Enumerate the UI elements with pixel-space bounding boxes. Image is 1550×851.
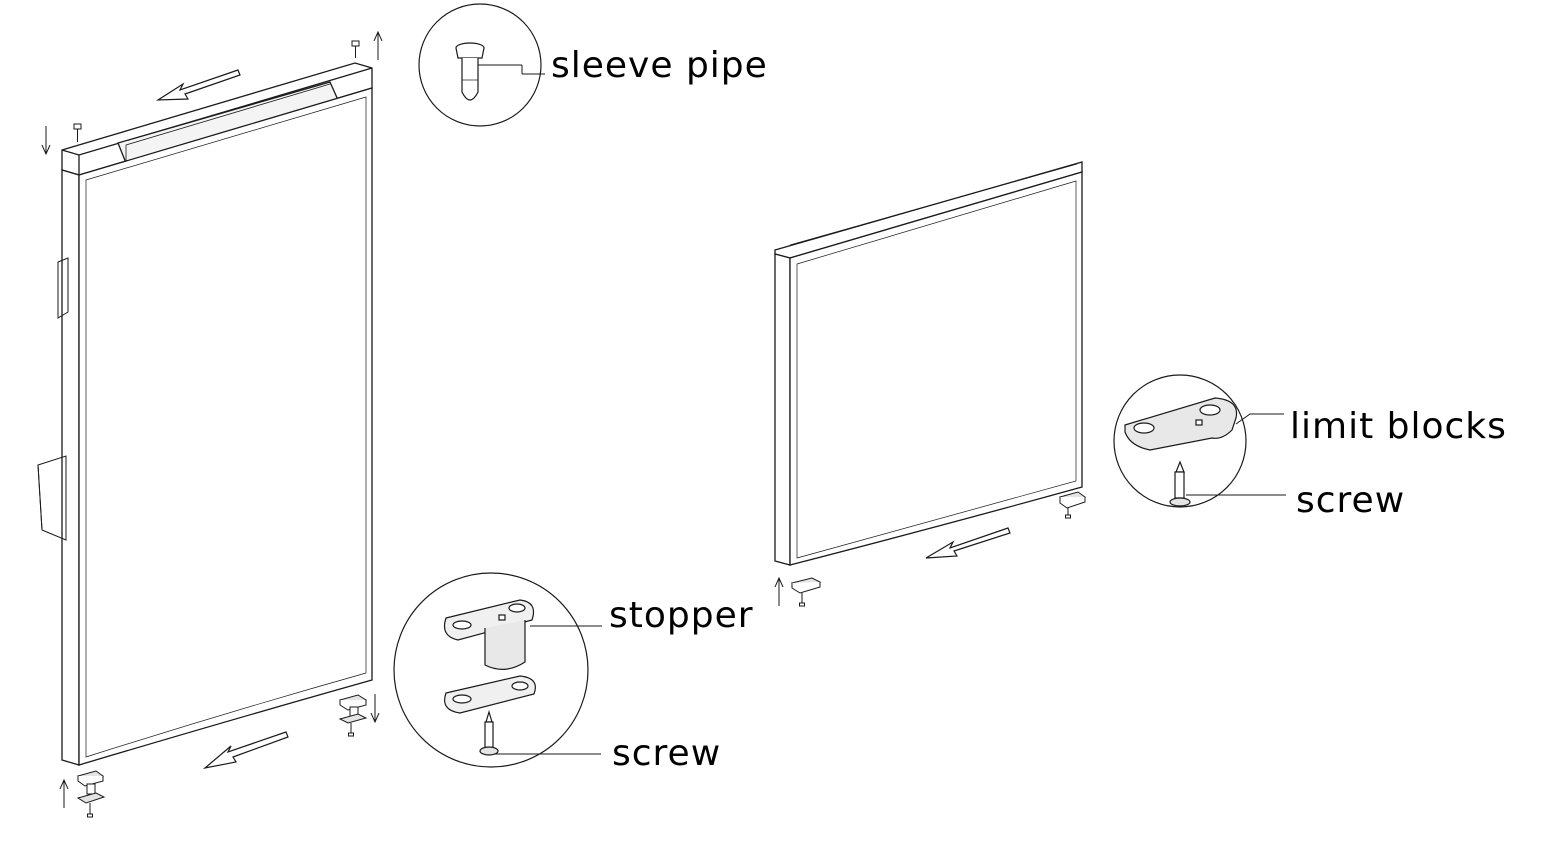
sleeve-pipe-detail xyxy=(418,3,545,127)
limit-blocks-detail xyxy=(1113,374,1286,508)
stopper-detail xyxy=(393,572,602,768)
short-door-left-hinge xyxy=(790,577,822,607)
short-door-right-hinge xyxy=(1058,491,1087,519)
bottom-left-hinge xyxy=(76,770,106,818)
short-door xyxy=(774,161,1083,566)
top-left-screw xyxy=(73,123,82,142)
screw-label: screw xyxy=(612,733,722,774)
direction-arrow-icon xyxy=(155,69,1011,770)
screw-label-right: screw xyxy=(1296,480,1406,521)
limit-blocks-label: limit blocks xyxy=(1290,406,1507,447)
bottom-right-hinge xyxy=(338,694,368,737)
stopper-label: stopper xyxy=(609,595,754,636)
up-arrow-icon xyxy=(64,32,779,808)
top-right-screw xyxy=(351,40,360,58)
tall-door xyxy=(37,62,373,766)
down-arrow-icon xyxy=(46,126,375,722)
sleeve-pipe-label: sleeve pipe xyxy=(551,45,768,86)
